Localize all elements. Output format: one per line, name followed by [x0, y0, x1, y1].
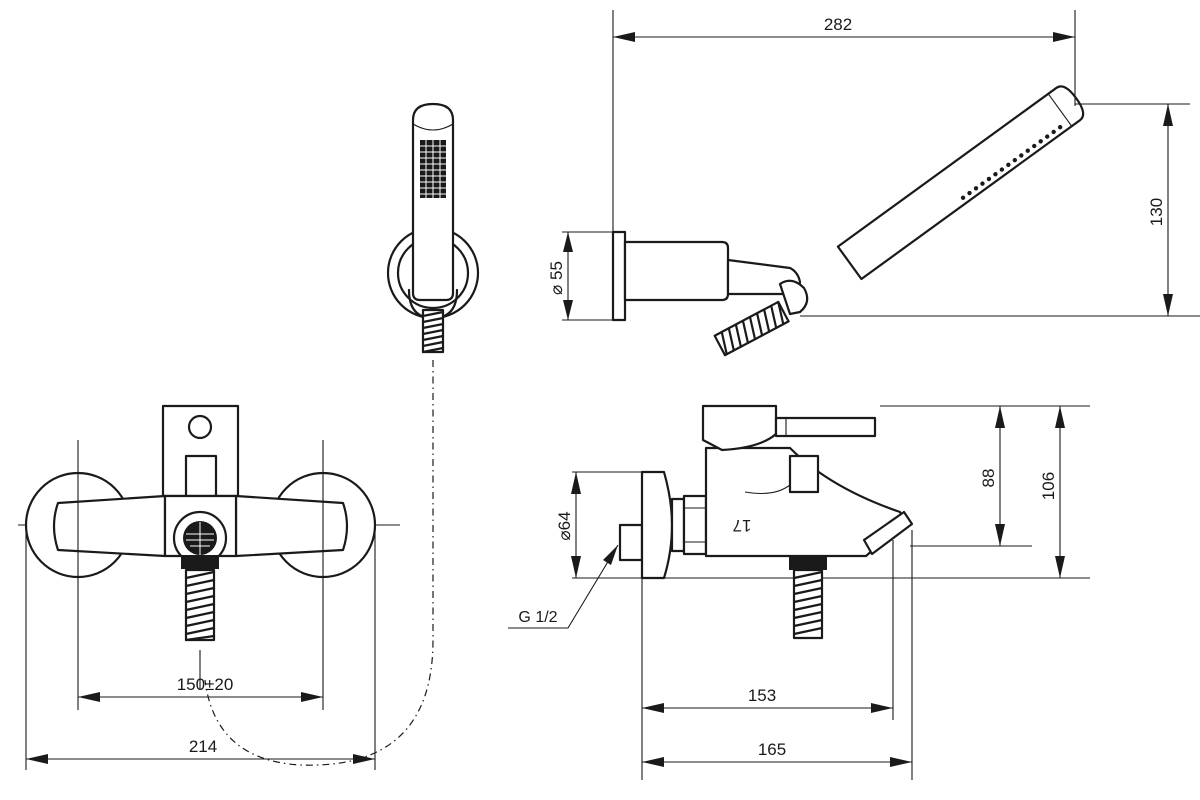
label-thread: G 1/2 — [518, 609, 557, 626]
dim-centers: 150±20 — [177, 675, 234, 694]
hose-path — [204, 360, 434, 766]
mixer-front-view — [18, 404, 400, 690]
dim-height-total: 106 — [1039, 472, 1058, 500]
dim-height-outlet: 88 — [979, 469, 998, 488]
dim-front-width: 214 — [189, 737, 217, 756]
front-dimensions — [25, 440, 376, 770]
side-dimensions — [508, 405, 1090, 780]
dim-holder-diameter: ⌀ 55 — [547, 261, 566, 295]
dim-handshower-height: 130 — [1147, 198, 1166, 226]
dim-overall-length: 282 — [824, 15, 852, 34]
dim-depth-outlet: 153 — [748, 686, 776, 705]
dim-depth-total: 165 — [758, 740, 786, 759]
hose-spiral — [421, 308, 445, 354]
side-hose-spiral — [792, 568, 824, 640]
mixer-mark: 17 — [733, 516, 752, 535]
handshower-side-view — [611, 85, 1085, 357]
dim-rosette-diameter: ⌀64 — [555, 511, 574, 540]
mixer-side-view: 17 — [572, 404, 1090, 640]
mixer-hose-spiral — [184, 568, 216, 642]
handshower-front-view — [386, 102, 480, 354]
top-dimensions — [562, 10, 1200, 321]
